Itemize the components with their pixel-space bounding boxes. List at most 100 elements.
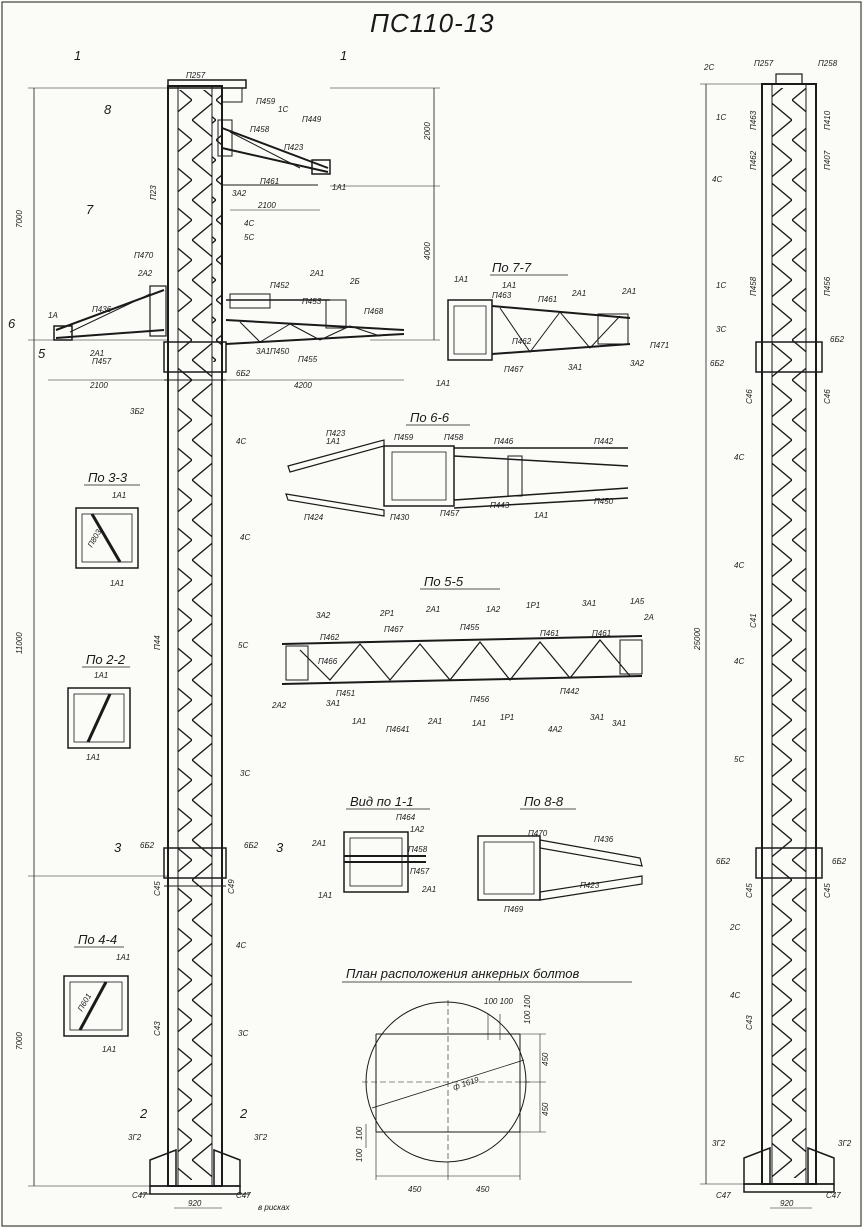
part-label: П467 xyxy=(504,365,524,374)
part-label: С43 xyxy=(153,1021,162,1036)
part-label: 1А1 xyxy=(332,183,346,192)
part-label: П424 xyxy=(304,513,324,522)
dim-2100-top: 2100 xyxy=(257,201,276,210)
part-label: П436 xyxy=(594,835,614,844)
detail-title: По 2-2 xyxy=(86,652,126,667)
drawing-title: ПС110-13 xyxy=(370,8,495,38)
anchor-dim: 100 xyxy=(355,1126,364,1140)
part-label: П462 xyxy=(320,633,340,642)
part-label: 4С xyxy=(236,437,246,446)
part-label: 1А1 xyxy=(318,891,332,900)
part-label: 4С xyxy=(236,941,246,950)
left-part-labels: П257 П23 П44 С45 С43 С47 С47 С49 П470 П4… xyxy=(48,71,384,1200)
dim-4000: 4000 xyxy=(423,242,432,260)
part-label: 1А1 xyxy=(454,275,468,284)
detail-title: По 6-6 xyxy=(410,410,450,425)
part-label: 4С xyxy=(734,561,744,570)
part-label: 3Г2 xyxy=(254,1133,268,1142)
part-label: 1А1 xyxy=(352,717,366,726)
detail-title: По 5-5 xyxy=(424,574,464,589)
part-label: 1А1 xyxy=(502,281,516,290)
detail-2-2: По 2-2 1А1 1А1 xyxy=(67,652,131,762)
part-label: П452 xyxy=(270,281,290,290)
part-label: П410 xyxy=(823,110,832,130)
part-label: С46 xyxy=(745,389,754,404)
part-label: 2А1 xyxy=(427,717,442,726)
dim-left-mid: 11000 xyxy=(15,632,24,654)
part-label: С45 xyxy=(745,883,754,898)
dim-base-note: в рисках xyxy=(258,1203,291,1212)
part-label: 6Б2 xyxy=(710,359,725,368)
anchor-dim: 450 xyxy=(541,1102,550,1116)
part-label: 2А1 xyxy=(309,269,324,278)
anchor-dim: 100 100 xyxy=(523,995,532,1024)
detail-title: По 4-4 xyxy=(78,932,117,947)
part-label: 2А1 xyxy=(311,839,326,848)
dim-2100: 2100 xyxy=(89,381,108,390)
part-label: 4А2 xyxy=(548,725,563,734)
anchor-dim: 450 xyxy=(541,1052,550,1066)
part-label: 1А2 xyxy=(486,605,501,614)
part-label: 2С xyxy=(729,923,740,932)
part-label: П449 xyxy=(302,115,322,124)
part-label: П461 xyxy=(540,629,559,638)
part-label: П463 xyxy=(492,291,512,300)
part-label: 1А1 xyxy=(86,753,100,762)
part-label: 3А2 xyxy=(630,359,645,368)
part-label: 3Г2 xyxy=(712,1139,726,1148)
part-label: 2А1 xyxy=(425,605,440,614)
part-label: 1Р1 xyxy=(526,601,540,610)
part-label: П443 xyxy=(490,501,510,510)
part-label: 1А1 xyxy=(116,953,130,962)
part-label: 1А1 xyxy=(534,511,548,520)
part-label: П461 xyxy=(592,629,611,638)
detail-5-5: По 5-5 3А2 2Р1 2А1 1А2 1Р1 3А1 1А5 2А П4… xyxy=(271,574,654,734)
part-label: 1А1 xyxy=(112,491,126,500)
part-label: С46 xyxy=(823,389,832,404)
part-label: 1Р1 xyxy=(500,713,514,722)
part-label: П442 xyxy=(594,437,614,446)
part-label: 3А1 xyxy=(256,347,270,356)
part-label: П451 xyxy=(336,689,355,698)
section-mark-5: 5 xyxy=(38,346,46,361)
section-mark-1b: 1 xyxy=(340,48,347,63)
part-label: 2А2 xyxy=(137,269,153,278)
part-label: 4С xyxy=(712,175,722,184)
anchor-dim: 100 xyxy=(355,1148,364,1162)
right-tower xyxy=(700,73,835,1209)
part-label: 2А1 xyxy=(89,349,104,358)
part-label: 2А1 xyxy=(571,289,586,298)
part-label: 1А1 xyxy=(326,437,340,446)
part-label: 1С xyxy=(278,105,288,114)
part-label: 3С xyxy=(240,769,250,778)
part-label: П442 xyxy=(560,687,580,696)
part-label: 6Б2 xyxy=(244,841,259,850)
part-label: 3С xyxy=(716,325,726,334)
part-label: П257 xyxy=(186,71,206,80)
part-label: П470 xyxy=(528,829,548,838)
part-label: П258 xyxy=(818,59,838,68)
part-label: П257 xyxy=(754,59,774,68)
part-label: С47 xyxy=(236,1191,251,1200)
part-label: П423 xyxy=(284,143,304,152)
part-label: 1С xyxy=(716,281,726,290)
part-label: П407 xyxy=(823,150,832,170)
part-label: 1А5 xyxy=(630,597,645,606)
part-label: 4С xyxy=(734,453,744,462)
section-mark-7: 7 xyxy=(86,202,94,217)
detail-8-8: По 8-8 П470 П436 П423 П469 xyxy=(477,794,643,914)
detail-title: По 7-7 xyxy=(492,260,532,275)
part-label: П459 xyxy=(394,433,414,442)
part-label: 2А1 xyxy=(421,885,436,894)
section-mark-3a: 3 xyxy=(114,840,122,855)
detail-title: Вид по 1-1 xyxy=(350,794,413,809)
part-label: С43 xyxy=(745,1015,754,1030)
dim-2000: 2000 xyxy=(423,122,432,141)
part-label: П446 xyxy=(494,437,514,446)
part-label: П459 xyxy=(256,97,276,106)
right-crossarm xyxy=(225,293,405,345)
part-label: 5С xyxy=(734,755,744,764)
part-label: 3А1 xyxy=(326,699,340,708)
